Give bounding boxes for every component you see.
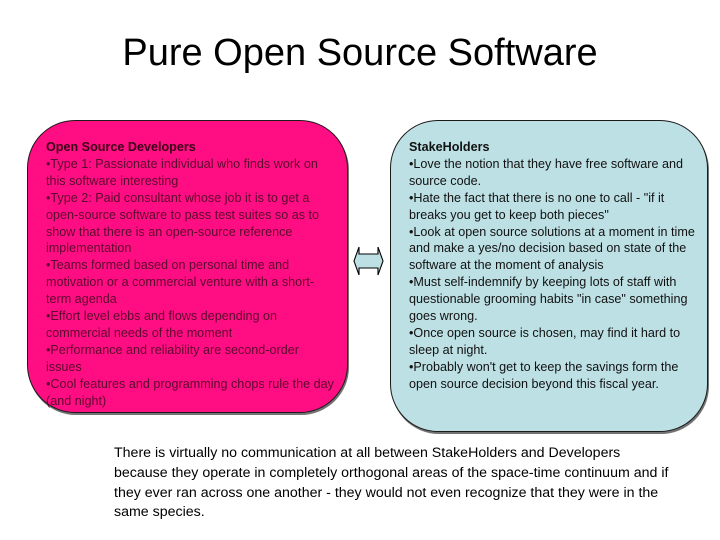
developer-bullet: •Type 2: Paid consultant whose job it is… <box>46 190 320 256</box>
developer-bullet: •Effort level ebbs and flows depending o… <box>46 309 278 340</box>
developer-bullet: •Teams formed based on personal time and… <box>46 258 315 307</box>
developer-bullet: •Type 1: Passionate individual who finds… <box>46 156 318 188</box>
stakeholder-bullet: •Once open source is chosen, may find it… <box>409 325 681 357</box>
stakeholder-bullet: •Look at open source solutions at a mome… <box>409 224 695 273</box>
stakeholder-bullet: •Must self-indemnify by keeping lots of … <box>409 275 688 324</box>
stakeholder-bullet: •Probably won't get to keep the savings … <box>409 359 679 391</box>
developers-box: Open Source Developers •Type 1: Passiona… <box>27 120 348 413</box>
developer-bullet: •Cool features and programming chops rul… <box>46 376 334 408</box>
developers-heading: Open Source Developers <box>46 140 196 154</box>
summary-paragraph: There is virtually no communication at a… <box>114 445 669 521</box>
left-right-arrow-icon <box>353 246 384 276</box>
developer-bullet: •Performance and reliability are second-… <box>46 342 299 374</box>
slide-title: Pure Open Source Software <box>122 32 598 74</box>
stakeholders-box: StakeHolders •Love the notion that they … <box>390 120 708 432</box>
stakeholders-heading: StakeHolders <box>409 140 490 154</box>
stakeholder-bullet: •Love the notion that they have free sof… <box>409 156 683 188</box>
stakeholder-bullet: •Hate the fact that there is no one to c… <box>409 190 665 222</box>
